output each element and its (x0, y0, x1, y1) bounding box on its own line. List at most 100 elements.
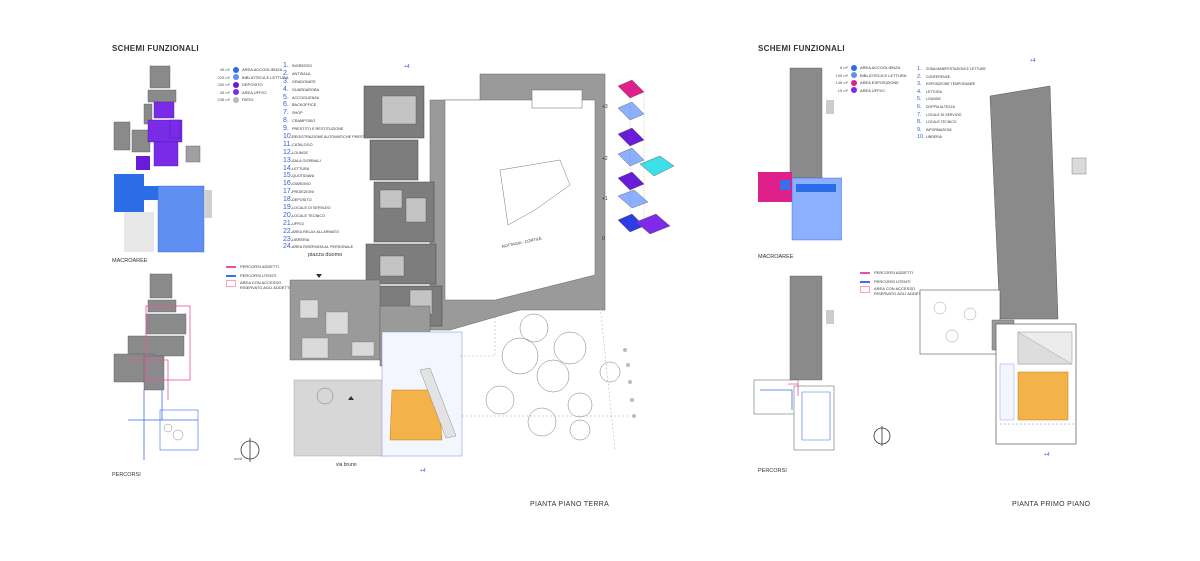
list-item: 18.DEPOSITO (283, 196, 312, 204)
level-label: +2 (602, 156, 608, 162)
list-item: 2.ANTISALA (283, 69, 311, 77)
list-item: 1.ZONA MANIFESTAZIONI E LETTURE (917, 66, 986, 72)
left-macroaree-label: MACROAREE (112, 258, 148, 264)
label-piazza: piazza duomo (308, 252, 342, 258)
level-marker-bottom-right: +4 (1044, 452, 1050, 458)
list-item: 8.LOCALE TECNICO (917, 119, 957, 126)
color-dot (851, 72, 857, 79)
left-macroaree-plan (113, 65, 212, 253)
left-percorsi-label: PERCORSI (112, 472, 141, 478)
level-marker-top: +4 (404, 64, 410, 70)
list-item: 23.LIBRERIA (283, 235, 310, 243)
north-arrow-icon: nord (234, 438, 260, 462)
list-item: 15.QUOTIDIANI (283, 172, 315, 180)
list-item: 3.ESPOSIZIONE TEMPORANEE (917, 81, 976, 88)
right-percorsi-plan (753, 275, 835, 451)
level-label: +1 (602, 196, 608, 202)
auditorium-seating (1017, 371, 1069, 421)
legend-item: PERCORSI ADDETTI (860, 268, 934, 277)
right-macroaree-plan (758, 67, 842, 241)
right-numbered-list: 1.ZONA MANIFESTAZIONI E LETTURE 2.CONFER… (917, 66, 986, 142)
area-swatch (226, 280, 236, 287)
legend-item: PERCORSI UTENTI (860, 277, 934, 286)
list-item: 1.INGRESSO (283, 62, 313, 69)
list-item: 5.LOUNGE (917, 96, 941, 103)
axonometric-levels-diagram: +3 +2 +1 0 (602, 79, 675, 242)
north-arrow-icon (873, 426, 891, 446)
list-item: 10.REGISTRAZIONE AUTOMATICHE PRESTITO (283, 133, 372, 141)
color-dot (851, 64, 857, 71)
first-floor-plan (919, 85, 1087, 445)
legend-item: AREA CON ACCESSO RISERVATO AGLI ADDETTI (226, 280, 300, 292)
color-dot (233, 89, 239, 96)
list-item: 7.SHOP (283, 109, 303, 117)
list-item: 22.AREA RELAX ALLARMATO (283, 227, 340, 235)
level-marker-top-right: +4 (1030, 58, 1036, 64)
left-title: SCHEMI FUNZIONALI (112, 44, 199, 53)
line-swatch (860, 271, 870, 274)
ground-floor-caption: PIANTA PIANO TERRA (530, 501, 610, 508)
list-item: 14.LETTURA (283, 164, 310, 172)
list-item: 9.INFORMAZIONI (917, 126, 952, 133)
level-marker-bottom: +4 (420, 468, 426, 474)
list-item: 12.LOUNGE (283, 148, 309, 156)
color-dot (233, 74, 239, 81)
label-via: via bruno (336, 462, 357, 468)
legend-item: PERCORSI UTENTI (226, 271, 300, 280)
list-item: 11.CATALOGO (283, 140, 313, 148)
svg-text:nord: nord (234, 456, 242, 461)
color-dot (851, 87, 857, 94)
legend-numbered-list: 1.INGRESSO 2.ANTISALA 3.GRADONATE 4.GUAR… (283, 62, 371, 251)
right-paths-legend: PERCORSI ADDETTI PERCORSI UTENTI AREA CO… (860, 268, 934, 298)
color-dot (851, 79, 857, 86)
list-item: 13.SALA GIORNALI (283, 156, 321, 164)
line-swatch (860, 280, 870, 283)
list-item: 10.LIBRERIA (917, 134, 942, 141)
courtyard (444, 99, 596, 301)
list-item: 2.CONFERENZE (917, 73, 951, 80)
legend-item: AREA CON ACCESSO RISERVATO AGLI ADDETTI (860, 286, 934, 298)
level-label: +3 (602, 104, 608, 110)
first-floor-caption: PIANTA PRIMO PIANO (1012, 501, 1091, 508)
list-item: 17.PROIEZIONI (283, 188, 314, 196)
ground-floor-plan: NOTTAGIA - CORTILE (289, 73, 636, 468)
legend-item: PERCORSI ADDETTI (226, 262, 300, 271)
list-item: 6.DOPPIA ALTEZZA (917, 103, 955, 110)
list-item: 24.AREA RISERVATA AL PERSONALE (283, 243, 354, 251)
grey-building-mass (989, 85, 1059, 320)
paved-plaza (293, 379, 387, 457)
list-item: 16.GIARDINO (283, 180, 311, 188)
stair-seating-area (389, 389, 443, 441)
list-item: 20.LOCALE TECNICO (283, 211, 326, 219)
right-percorsi-label: PERCORSI (758, 468, 787, 474)
right-title: SCHEMI FUNZIONALI (758, 44, 845, 53)
list-item: 7.LOCALE DI SERVIZIO (917, 111, 962, 118)
area-swatch (860, 286, 870, 293)
line-swatch (226, 265, 236, 268)
list-item: 3.GRADONATE (283, 77, 316, 85)
right-macroaree-label: MACROAREE (758, 254, 794, 260)
list-item: 6.BACKOFFICE (283, 101, 317, 109)
list-item: 4.LETTURA (917, 88, 942, 95)
list-item: 9.PRESTITO E RESTITUZIONE (283, 125, 344, 133)
line-swatch (226, 274, 236, 277)
left-percorsi-plan (113, 273, 199, 460)
list-item: 5.ACCOGLIENZA (283, 93, 320, 101)
list-item: 19.LOCALE DI SERVIZIO (283, 204, 331, 212)
color-dot (233, 81, 239, 88)
color-dot (233, 96, 239, 103)
list-item: 4.GUARDAROBA (283, 85, 320, 93)
color-dot (233, 66, 239, 73)
level-label: 0 (602, 236, 605, 242)
